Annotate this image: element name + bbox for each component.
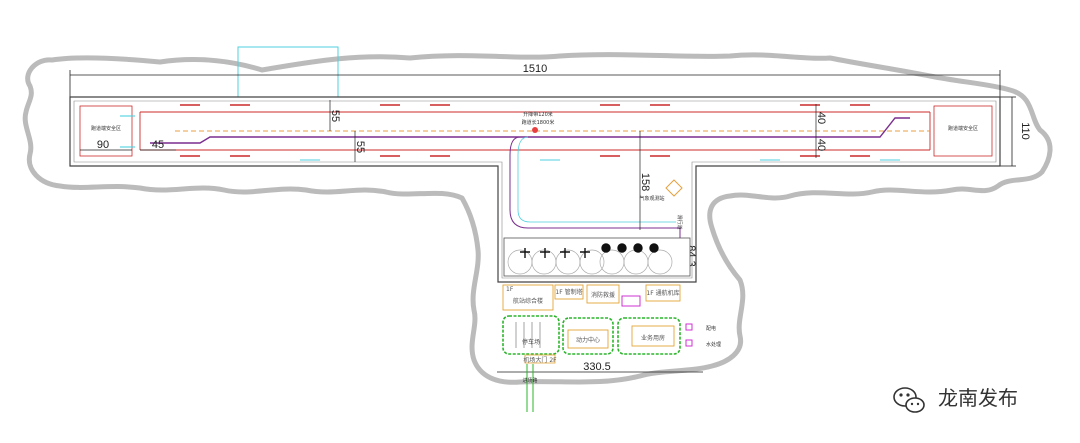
runway-centre-marker xyxy=(532,127,538,133)
parking-stripes xyxy=(515,322,541,348)
runway-markings xyxy=(180,104,870,157)
runway-end-area-left xyxy=(79,105,133,157)
weather-station-marker xyxy=(665,179,683,197)
magenta-small-2 xyxy=(685,339,693,347)
parking-label: 停车场 xyxy=(522,338,540,346)
terminal-combined-building xyxy=(502,284,554,311)
aircraft-icons xyxy=(520,243,659,258)
runway-centre-label: 升降带120米 xyxy=(523,111,553,118)
power-centre xyxy=(567,329,609,349)
access-road-label: 进场路 xyxy=(522,377,537,384)
runway-length-dimension xyxy=(69,70,1001,98)
taxi-side-label: 滑行道 xyxy=(676,214,683,229)
tower-building xyxy=(554,284,584,300)
power-centre-label: 动力中心 xyxy=(576,336,600,344)
power-distribution-label: 配电 xyxy=(706,325,716,332)
terrain-outline xyxy=(22,52,1053,385)
aircraft-stands xyxy=(507,249,673,275)
end-label-right: 跑道端安全区 xyxy=(948,125,978,132)
wechat-icon xyxy=(893,387,925,413)
right-upper-dimension: 40 xyxy=(815,112,827,124)
strip-width-dimension xyxy=(1000,96,1016,167)
runway-length-label: 1510 xyxy=(523,63,547,75)
weather-station-label: 气象观测站 xyxy=(639,195,664,202)
cyan-to-centre-dimension: 55 xyxy=(329,110,341,122)
business-zone xyxy=(617,317,681,355)
fire-station-label: 消防救援 xyxy=(591,291,615,299)
connector-length-dimension: 158 xyxy=(639,173,651,191)
hangar xyxy=(645,284,681,302)
hangar-label: 1F 通航机库 xyxy=(646,289,679,297)
business-label: 业务用房 xyxy=(641,334,665,342)
business-building xyxy=(631,325,675,347)
parking-zone xyxy=(502,315,560,355)
taxiway-connector-inner xyxy=(517,136,676,223)
runway-strip-outline xyxy=(69,96,1001,283)
runway-end-area-right xyxy=(933,105,993,157)
terminal-width-dimension: 330.5 xyxy=(583,361,611,373)
power-zone xyxy=(562,317,614,355)
fire-station xyxy=(586,284,620,304)
entrance-label: 机场大门 2F xyxy=(523,356,557,364)
strip-width-label: 110 xyxy=(1019,122,1031,140)
water-treatment-label: 水处理 xyxy=(706,341,721,348)
magenta-small-1 xyxy=(685,323,693,331)
access-road xyxy=(526,364,534,412)
apron xyxy=(503,237,691,277)
terminal-buildings xyxy=(502,284,681,349)
green-zones xyxy=(502,315,681,355)
tower-label: 1F 管制塔 xyxy=(555,288,582,296)
watermark-text: 龙南发布 xyxy=(938,386,1018,410)
taxiway-connector xyxy=(509,136,681,255)
building-1f-label: 1F xyxy=(506,286,514,293)
terminal-combined-label: 航站综合楼 xyxy=(513,297,543,305)
airport-entrance xyxy=(524,354,556,364)
runway-strip-inner xyxy=(73,100,997,279)
left-taxi-dimension: 45 xyxy=(152,139,164,151)
terrain-outer xyxy=(22,52,1053,385)
runway-light-marks xyxy=(120,115,900,161)
right-lower-dimension: 40 xyxy=(815,139,827,151)
runway-sub-label: 跑道长1800米 xyxy=(522,119,555,126)
runway-centerline xyxy=(150,117,910,144)
centre-to-taxiway-dimension: 55 xyxy=(354,141,366,153)
left-end-dimension: 90 xyxy=(97,139,109,151)
end-label-left: 跑道端安全区 xyxy=(91,125,121,132)
magenta-box xyxy=(621,295,641,307)
